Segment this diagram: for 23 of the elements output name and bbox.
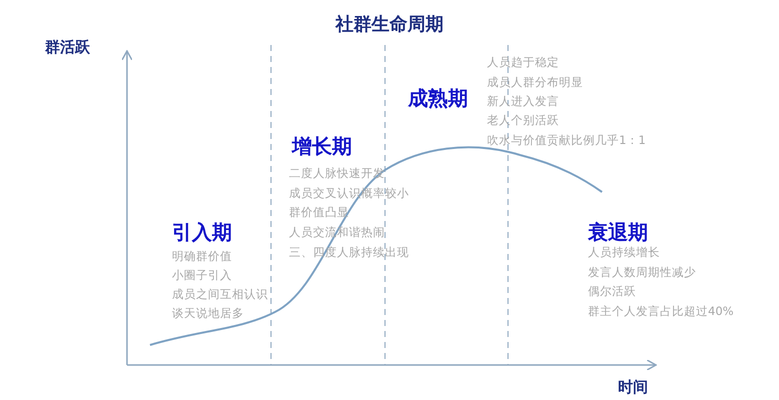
axis-label: 群活跃 xyxy=(45,38,90,57)
note-text: 发言人数周期性减少 xyxy=(588,265,696,280)
note-text: 老人个别活跃 xyxy=(487,113,559,128)
phase-heading: 衰退期 xyxy=(588,219,648,246)
note-text: 群价值凸显 xyxy=(289,205,349,220)
phase-heading: 增长期 xyxy=(292,133,352,160)
axis-label: 时间 xyxy=(618,378,648,397)
note-text: 谈天说地居多 xyxy=(172,306,244,321)
note-text: 成员交叉认识概率较小 xyxy=(289,186,409,201)
note-text: 明确群价值 xyxy=(172,249,232,264)
note-text: 小圈子引入 xyxy=(172,268,232,283)
diagram-title: 社群生命周期 xyxy=(334,13,444,36)
note-text: 人员持续增长 xyxy=(588,245,660,260)
note-text: 新人进入发言 xyxy=(487,94,559,109)
note-text: 成员人群分布明显 xyxy=(487,75,583,90)
phase-heading: 成熟期 xyxy=(408,85,468,112)
note-text: 人员趋于稳定 xyxy=(487,55,559,70)
note-text: 群主个人发言占比超过40% xyxy=(588,304,734,319)
phase-heading: 引入期 xyxy=(172,219,232,246)
note-text: 吹水与价值贡献比例几乎1：1 xyxy=(487,133,646,148)
note-text: 三、四度人脉持续出现 xyxy=(289,245,409,260)
note-text: 成员之间互相认识 xyxy=(172,287,268,302)
note-text: 偶尔活跃 xyxy=(588,284,636,299)
